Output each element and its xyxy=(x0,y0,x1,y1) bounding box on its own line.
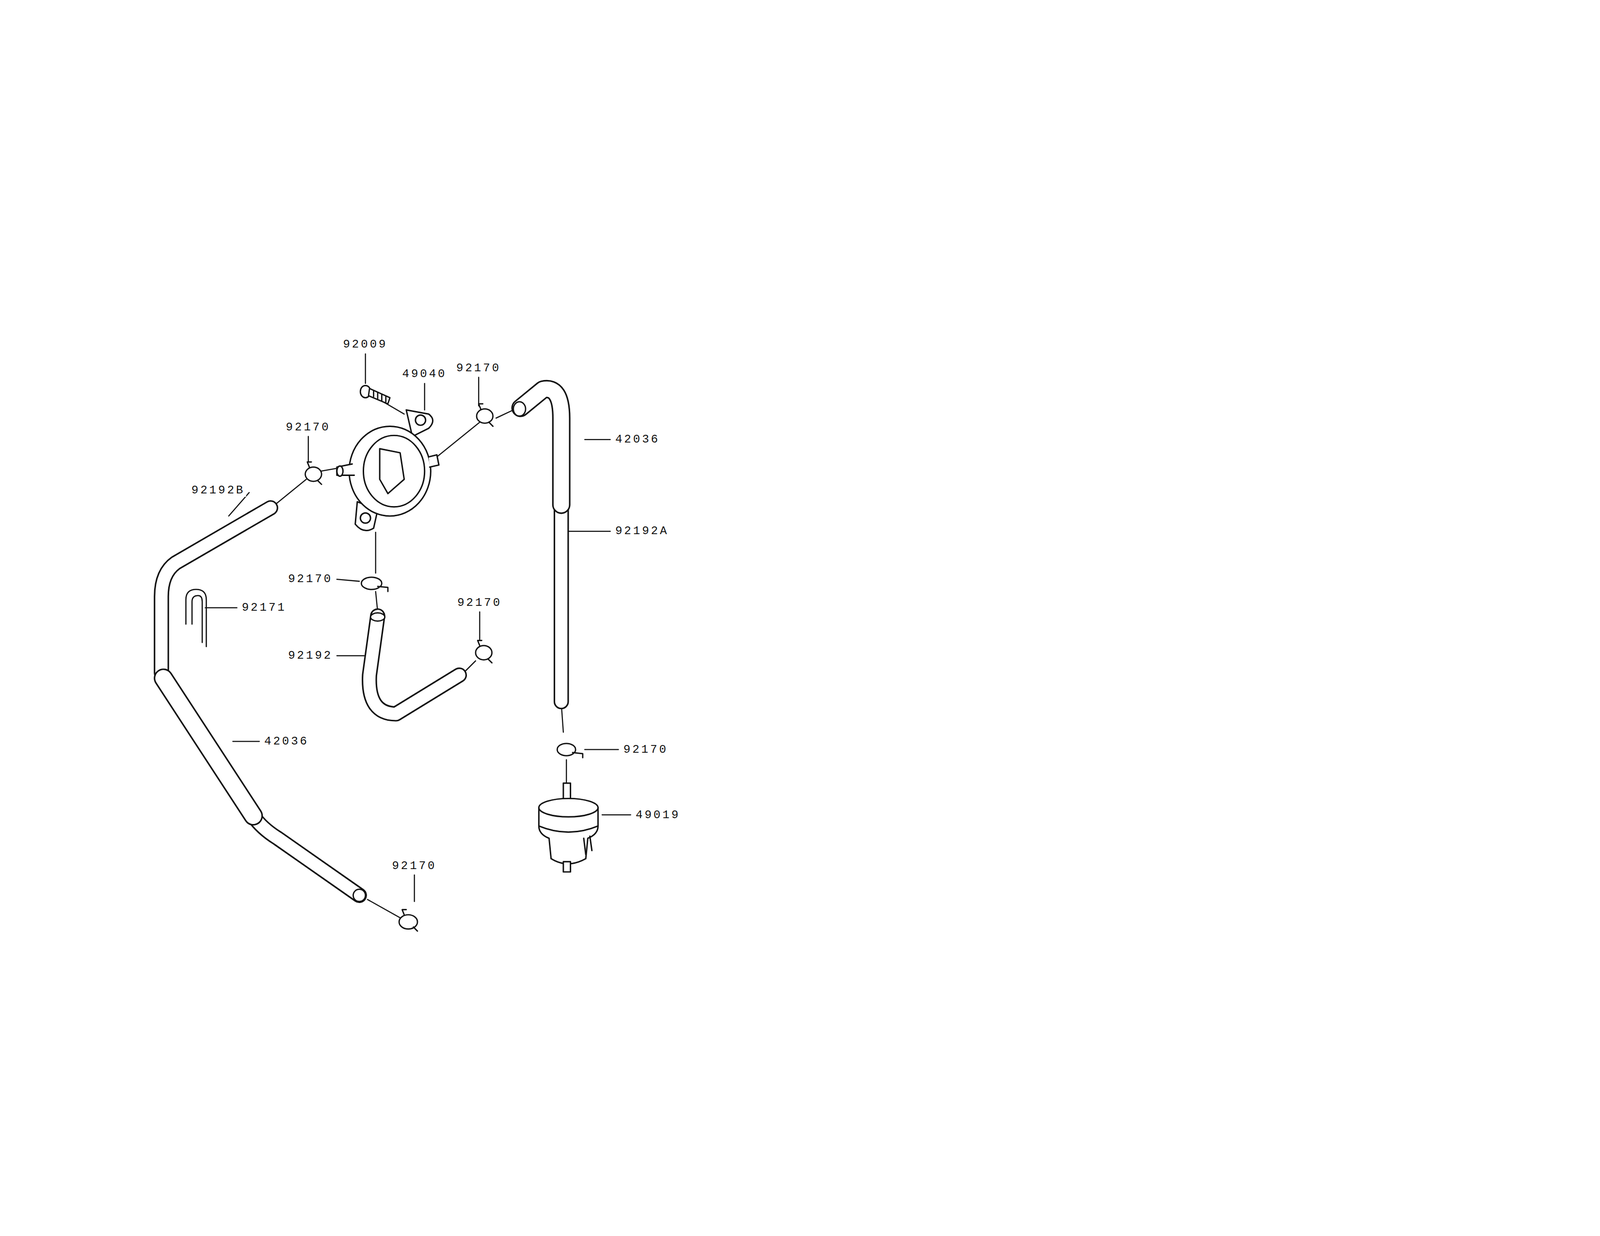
callout-number: 49019 xyxy=(634,809,682,822)
callout-number: 49040 xyxy=(400,368,448,381)
callout-number: 92170 xyxy=(456,596,503,610)
callout-number: 92171 xyxy=(240,601,288,615)
callout-number: 92170 xyxy=(287,573,334,586)
callout-number: 92192 xyxy=(287,649,334,663)
callout-number: 92170 xyxy=(285,421,332,434)
callout-number: 42036 xyxy=(614,433,661,447)
callout-number: 92170 xyxy=(455,362,502,375)
callout-number: 92009 xyxy=(341,338,389,352)
callout-number: 92170 xyxy=(622,743,670,757)
callout-number: 42036 xyxy=(263,735,310,749)
callout-number: 92192B xyxy=(190,484,246,497)
callout-number: 92170 xyxy=(390,860,438,873)
callout-number: 92192A xyxy=(614,525,670,538)
